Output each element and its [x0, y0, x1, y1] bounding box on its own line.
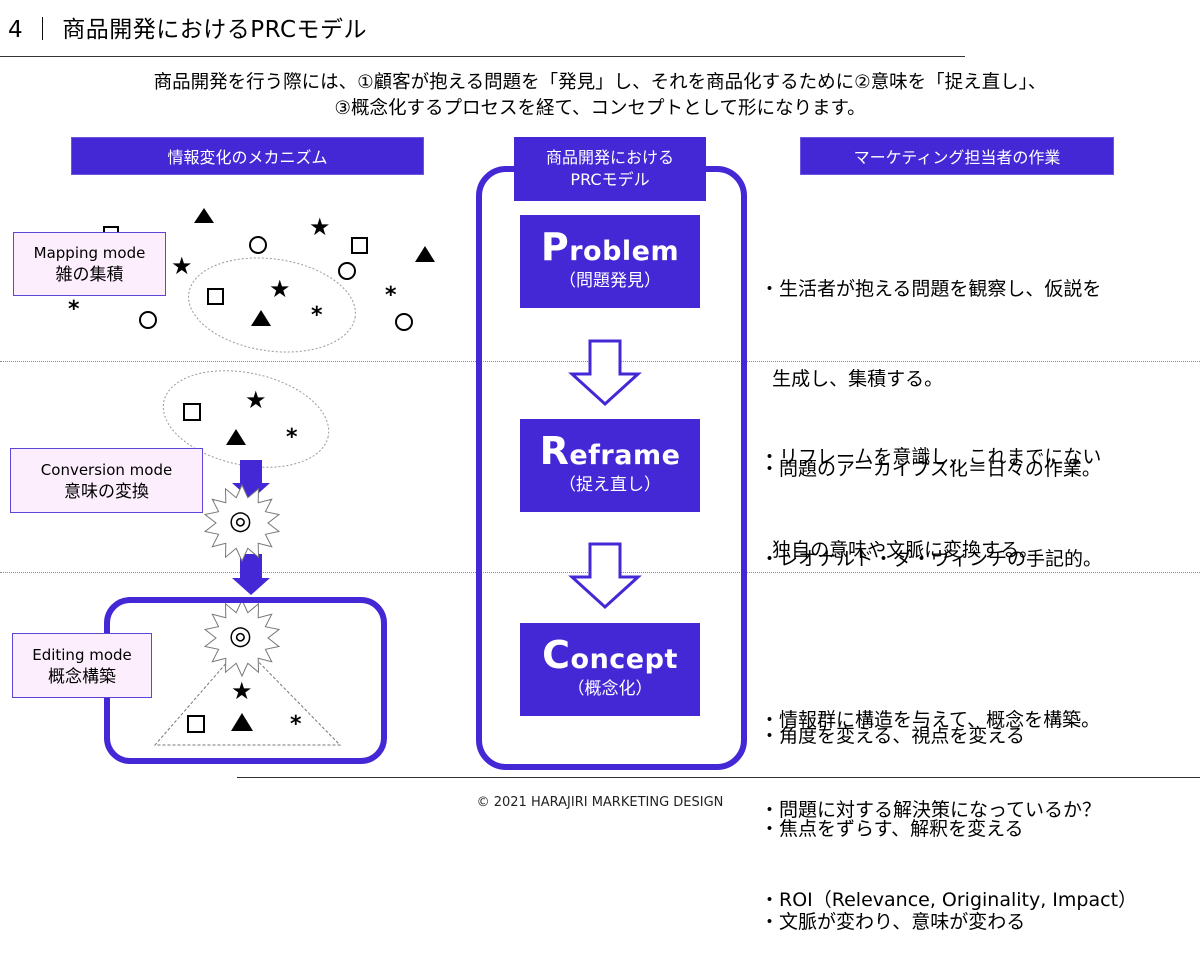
asterisk-icon: *: [290, 712, 302, 737]
mode-name-jp: 雑の集積: [55, 265, 124, 285]
page-title: 4 ｜ 商品開発におけるPRCモデル: [8, 17, 368, 43]
bullseye-icon: ◎: [229, 621, 252, 651]
task-item: ・リフレームを意識し、これまでにない: [760, 446, 1102, 468]
starburst-icon: [203, 483, 281, 563]
step-initial: C: [542, 633, 571, 677]
step-name: oncept: [570, 644, 678, 675]
step-name: roblem: [569, 236, 680, 267]
mode-name-jp: 意味の変換: [64, 481, 149, 502]
mapping-mode-label: Mapping mode 雑の集積: [13, 232, 166, 296]
copyright: © 2021 HARAJIRI MARKETING DESIGN: [476, 795, 724, 810]
circle-icon: [249, 236, 267, 254]
task-item: ・生活者が抱える問題を観察し、仮説を: [760, 278, 1102, 300]
step-subtitle: （問題発見）: [559, 271, 661, 291]
task-item: 生成し、集積する。: [760, 368, 944, 390]
right-column-header: マーケティング担当者の作業: [800, 137, 1114, 175]
triangle-icon: [194, 208, 214, 223]
square-icon: [207, 288, 224, 305]
down-hollow-arrow-icon: [568, 542, 642, 610]
mode-name-en: Mapping mode: [33, 244, 146, 262]
task-item: ・問題に対する解決策になっているか？: [760, 799, 1102, 821]
editing-mode-label: Editing mode 概念構築: [12, 633, 152, 698]
lead-line-2: ③概念化するプロセスを経て、コンセプトとして形になります。: [334, 98, 866, 119]
task-item: 独自の意味や文脈に変換する。: [760, 539, 1039, 561]
task-item: ・レオナルド・ダ・ヴィンチの手記的。: [760, 548, 1103, 570]
star-icon: ★: [245, 386, 267, 414]
starburst-icon: [203, 598, 281, 678]
step-concept: Concept （概念化）: [520, 623, 700, 716]
lead-line-1: 商品開発を行う際には、①顧客が抱える問題を「発見」し、それを商品化するために②意…: [153, 72, 1047, 93]
triangle-icon: [226, 429, 246, 445]
triangle-icon: [251, 310, 271, 326]
step-subtitle: （概念化）: [567, 679, 653, 699]
conversion-mode-label: Conversion mode 意味の変換: [10, 448, 203, 513]
prc-header-line-2: PRCモデル: [570, 170, 650, 189]
asterisk-icon: *: [68, 297, 80, 322]
task-item: ・情報群に構造を与えて、概念を構築。: [760, 709, 1101, 731]
down-hollow-arrow-icon: [568, 339, 642, 407]
step-subtitle: （捉え直し）: [559, 475, 661, 495]
concept-pyramid-outline: [153, 644, 342, 746]
down-arrow-icon: [232, 554, 270, 595]
mapping-cluster-ellipse: [188, 257, 356, 353]
square-icon: [187, 715, 205, 733]
square-icon: [351, 237, 368, 254]
star-icon: ★: [171, 252, 193, 280]
circle-icon: [139, 311, 157, 329]
step-reframe: Reframe （捉え直し）: [520, 419, 700, 512]
step-name: eframe: [569, 440, 681, 471]
footer-divider: [237, 777, 1200, 778]
mode-name-en: Conversion mode: [40, 460, 173, 479]
task-item: ・ROI（Relevance, Originality, Impact）: [760, 889, 1138, 911]
asterisk-icon: *: [311, 303, 323, 328]
left-column-header: 情報変化のメカニズム: [71, 137, 424, 175]
step-initial: R: [539, 429, 570, 473]
bullseye-icon: ◎: [229, 506, 252, 536]
step-initial: P: [540, 225, 570, 269]
triangle-icon: [415, 246, 435, 262]
circle-icon: [338, 262, 356, 280]
triangle-icon: [231, 713, 253, 731]
star-icon: ★: [269, 275, 291, 303]
task-item: ・角度を変える、視点を変える: [760, 725, 1025, 747]
step-problem: Problem （問題発見）: [520, 215, 700, 308]
asterisk-icon: *: [286, 425, 298, 450]
prc-header-line-1: 商品開発における: [545, 148, 674, 167]
square-icon: [183, 403, 201, 421]
star-icon: ★: [309, 213, 331, 241]
task-item: ・問題のアーカイブス化＝日々の作業。: [760, 458, 1101, 480]
star-icon: ★: [231, 677, 253, 705]
mode-name-jp: 概念構築: [48, 666, 116, 687]
circle-icon: [395, 313, 413, 331]
asterisk-icon: *: [385, 283, 397, 308]
task-list-problem: ・生活者が抱える問題を観察し、仮説を 生成し、集積する。 ・問題のアーカイブス化…: [760, 214, 1102, 604]
conversion-cluster-ellipse: [162, 370, 330, 468]
title-divider: [0, 56, 965, 57]
prc-model-header: 商品開発における PRCモデル: [514, 137, 706, 201]
mode-name-en: Editing mode: [32, 645, 132, 664]
